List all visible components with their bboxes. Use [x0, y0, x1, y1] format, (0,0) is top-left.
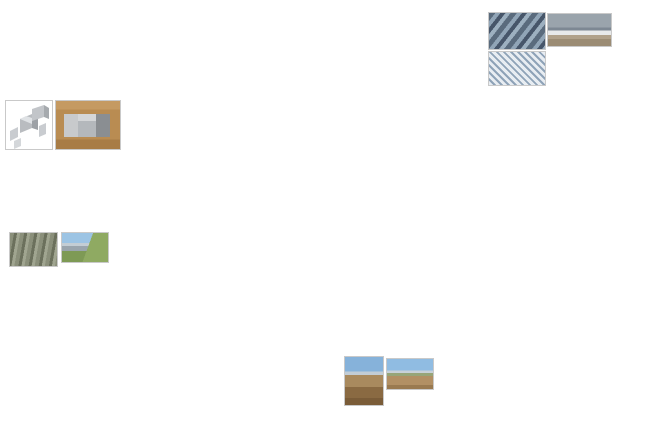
photo-bunker-construction [55, 100, 121, 150]
annotation-planned-minefields [450, 316, 564, 318]
photo-aerial-storage-yard [488, 12, 546, 50]
annotation-support-points [123, 98, 295, 100]
annotation-pre-storage [360, 12, 472, 14]
photo-barbed-wire-installation [9, 232, 58, 267]
photo-ditch-embankment [386, 358, 434, 390]
annotation-support-point-storage [528, 234, 650, 236]
concrete-modules-graphic [5, 100, 53, 150]
concrete-modules-render [10, 105, 49, 149]
photo-dragons-teeth-row [61, 232, 109, 263]
photo-ditch-with-person [344, 356, 384, 406]
photo-white-barrier-stockpile [547, 13, 612, 47]
photo-concrete-block-rows [488, 51, 546, 86]
